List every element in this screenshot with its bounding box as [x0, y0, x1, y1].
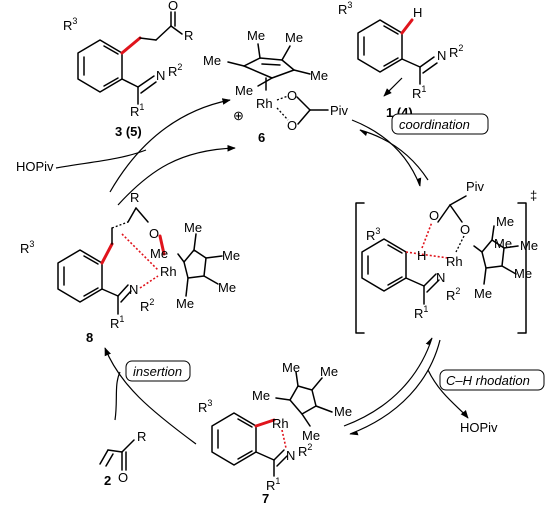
ts-r1: R1 — [414, 304, 428, 321]
compound-6-o-2: O — [287, 118, 297, 133]
compound-3-o: O — [168, 0, 178, 13]
compound-8-me-2: Me — [222, 248, 240, 263]
compound-7-me-1: Me — [282, 360, 300, 375]
ch-rhodation-label: C–H rhodation — [446, 373, 530, 388]
ts-me-5: Me — [494, 236, 512, 251]
insertion-box — [125, 360, 191, 382]
compound-7-n: N — [286, 448, 295, 463]
hopiv-right-label: HOPiv — [460, 420, 498, 435]
compound-3-structure — [77, 11, 183, 105]
compound-8-structure — [57, 207, 223, 315]
compound-6-me-2: Me — [285, 30, 303, 45]
compound-3-r: R — [184, 28, 193, 43]
compound-6-o-1: O — [287, 88, 297, 103]
compound-7-r1: R1 — [266, 476, 280, 493]
compound-3-r3: R3 — [63, 16, 77, 33]
compound-7-r2: R2 — [298, 442, 312, 459]
compound-3-r1: R1 — [130, 102, 144, 119]
arrow-2-in — [114, 371, 121, 421]
compound-2-label: 2 — [104, 473, 111, 488]
ts-h: H — [417, 248, 426, 263]
ts-r3: R3 — [366, 226, 380, 243]
compound-3-label: 3 (5) — [115, 124, 142, 139]
compound-8-n: N — [129, 282, 138, 297]
ts-me-3: Me — [514, 266, 532, 281]
compound-6-charge: ⊕ — [233, 108, 244, 123]
insertion-label: insertion — [133, 364, 182, 379]
compound-7-me-3: Me — [252, 388, 270, 403]
compound-7-me-2: Me — [320, 364, 338, 379]
arrow-7-to-ts — [343, 337, 433, 427]
compound-6-me-4: Me — [310, 68, 328, 83]
arrow-7-to-8 — [104, 347, 197, 445]
ts-me-1: Me — [496, 214, 514, 229]
compound-2-structure — [99, 439, 135, 471]
compound-7-rh: Rh — [272, 416, 289, 431]
compound-3-r2: R2 — [168, 62, 182, 79]
compound-8-me-4: Me — [176, 296, 194, 311]
compound-8-me-5: Me — [150, 246, 168, 261]
compound-6-label: 6 — [258, 130, 265, 145]
ts-me-4: Me — [474, 286, 492, 301]
arrow-1-in — [383, 77, 403, 97]
compound-7-r3: R3 — [198, 398, 212, 415]
compound-8-r: R — [130, 190, 139, 205]
ts-piv: Piv — [466, 179, 485, 194]
hopiv-top-label: HOPiv — [16, 159, 54, 174]
compound-3-n: N — [156, 68, 165, 83]
compound-1-r2: R2 — [449, 43, 463, 60]
compound-6-rh: Rh — [256, 96, 273, 111]
coordination-label: coordination — [399, 117, 470, 132]
ch-rhodation-box — [439, 369, 545, 391]
compound-1-r3: R3 — [338, 0, 352, 17]
compound-1-h: H — [413, 5, 422, 20]
ts-dagger: ‡ — [530, 188, 537, 203]
compound-6-me-3: Me — [203, 53, 221, 68]
compound-8-me-1: Me — [184, 220, 202, 235]
compound-6-me-1: Me — [247, 28, 265, 43]
arrow-hopiv-release — [55, 149, 147, 169]
compound-6-me-5: Me — [235, 83, 253, 98]
compound-7-structure — [211, 371, 333, 477]
arrow-ts-to-7 — [349, 339, 441, 436]
compound-1-structure — [357, 18, 438, 85]
compound-8-o: O — [149, 226, 159, 241]
coordination-box — [391, 113, 489, 135]
compound-8-rh: Rh — [160, 264, 177, 279]
ts-n: N — [436, 270, 445, 285]
compound-1-r1: R1 — [412, 84, 426, 101]
arrow-hopiv-out — [427, 369, 469, 419]
compound-6-piv: Piv — [330, 103, 349, 118]
compound-2-o: O — [118, 470, 128, 485]
ts-r2: R2 — [446, 286, 460, 303]
compound-8-label: 8 — [86, 330, 93, 345]
ts-o-1: O — [429, 208, 439, 223]
compound-8-me-3: Me — [218, 280, 236, 295]
compound-8-r1: R1 — [110, 314, 124, 331]
arrow-ts-to-6 — [359, 129, 429, 181]
compound-8-r3: R3 — [20, 239, 34, 256]
compound-8-r2: R2 — [140, 297, 154, 314]
arrow-8-to-3 — [109, 98, 231, 193]
ts-rh: Rh — [446, 254, 463, 269]
ts-o-2: O — [460, 222, 470, 237]
compound-6-structure — [227, 43, 329, 125]
compound-7-me-4: Me — [334, 404, 352, 419]
compound-1-n: N — [437, 48, 446, 63]
compound-2-r: R — [137, 429, 146, 444]
ts-me-2: Me — [520, 238, 538, 253]
arrow-6-to-ts — [351, 119, 422, 187]
transition-state-structure — [355, 195, 527, 334]
compound-7-label: 7 — [262, 491, 269, 506]
arrow-6-to-8 — [117, 144, 236, 206]
compound-7-me-5: Me — [302, 428, 320, 443]
